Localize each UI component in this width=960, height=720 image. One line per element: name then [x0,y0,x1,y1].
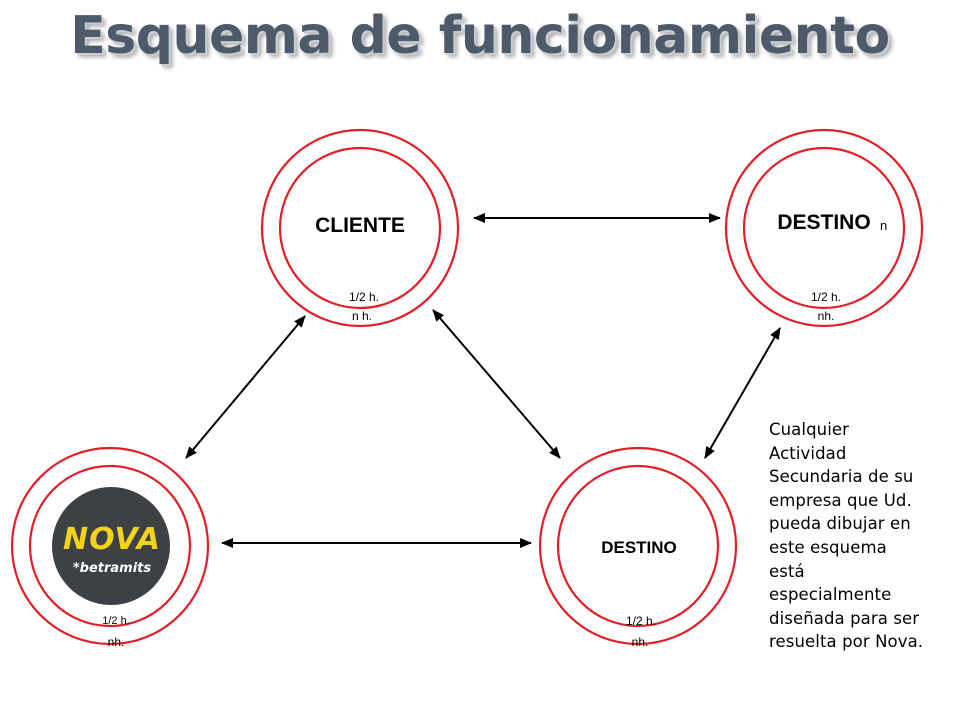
connection-arrows [185,213,781,548]
node-label: DESTINO [777,211,870,234]
time-n-label: n h. [352,309,372,323]
logo-main-text: NOVA [63,522,161,557]
page-title: Esquema de funcionamiento [70,6,890,66]
logo-sub-text: *betramits [73,561,152,576]
time-half-label: 1/2 h. [626,614,656,628]
inner-ring [742,146,906,310]
node-nova: NOVA *betramits 1/2 h. nh. [10,446,210,649]
inner-ring [278,146,442,310]
nova-logo: NOVA *betramits [52,487,170,605]
time-half-label: 1/2 h. [349,290,379,304]
time-n-label: nh. [632,635,649,649]
node-label: DESTINO [601,538,677,557]
node-destino-n: DESTINO n 1/2 h. nh. [724,128,924,328]
arrow-cliente-destino [432,309,561,459]
node-label: CLIENTE [315,214,405,237]
side-description: Cualquier Actividad Secundaria de su emp… [769,420,924,652]
time-n-label: nh. [818,309,835,323]
arrow-destino-n-destino [704,327,781,459]
node-cliente: CLIENTE 1/2 h. n h. [260,128,460,328]
node-destino: DESTINO 1/2 h. nh. [538,446,738,649]
arrow-cliente-nova [185,315,306,459]
logo-background [52,487,170,605]
time-half-label: 1/2 h. [102,615,130,627]
inner-ring [556,464,720,628]
time-half-label: 1/2 h. [811,290,841,304]
node-suffix: n [880,218,887,233]
time-n-label: nh. [108,635,125,649]
